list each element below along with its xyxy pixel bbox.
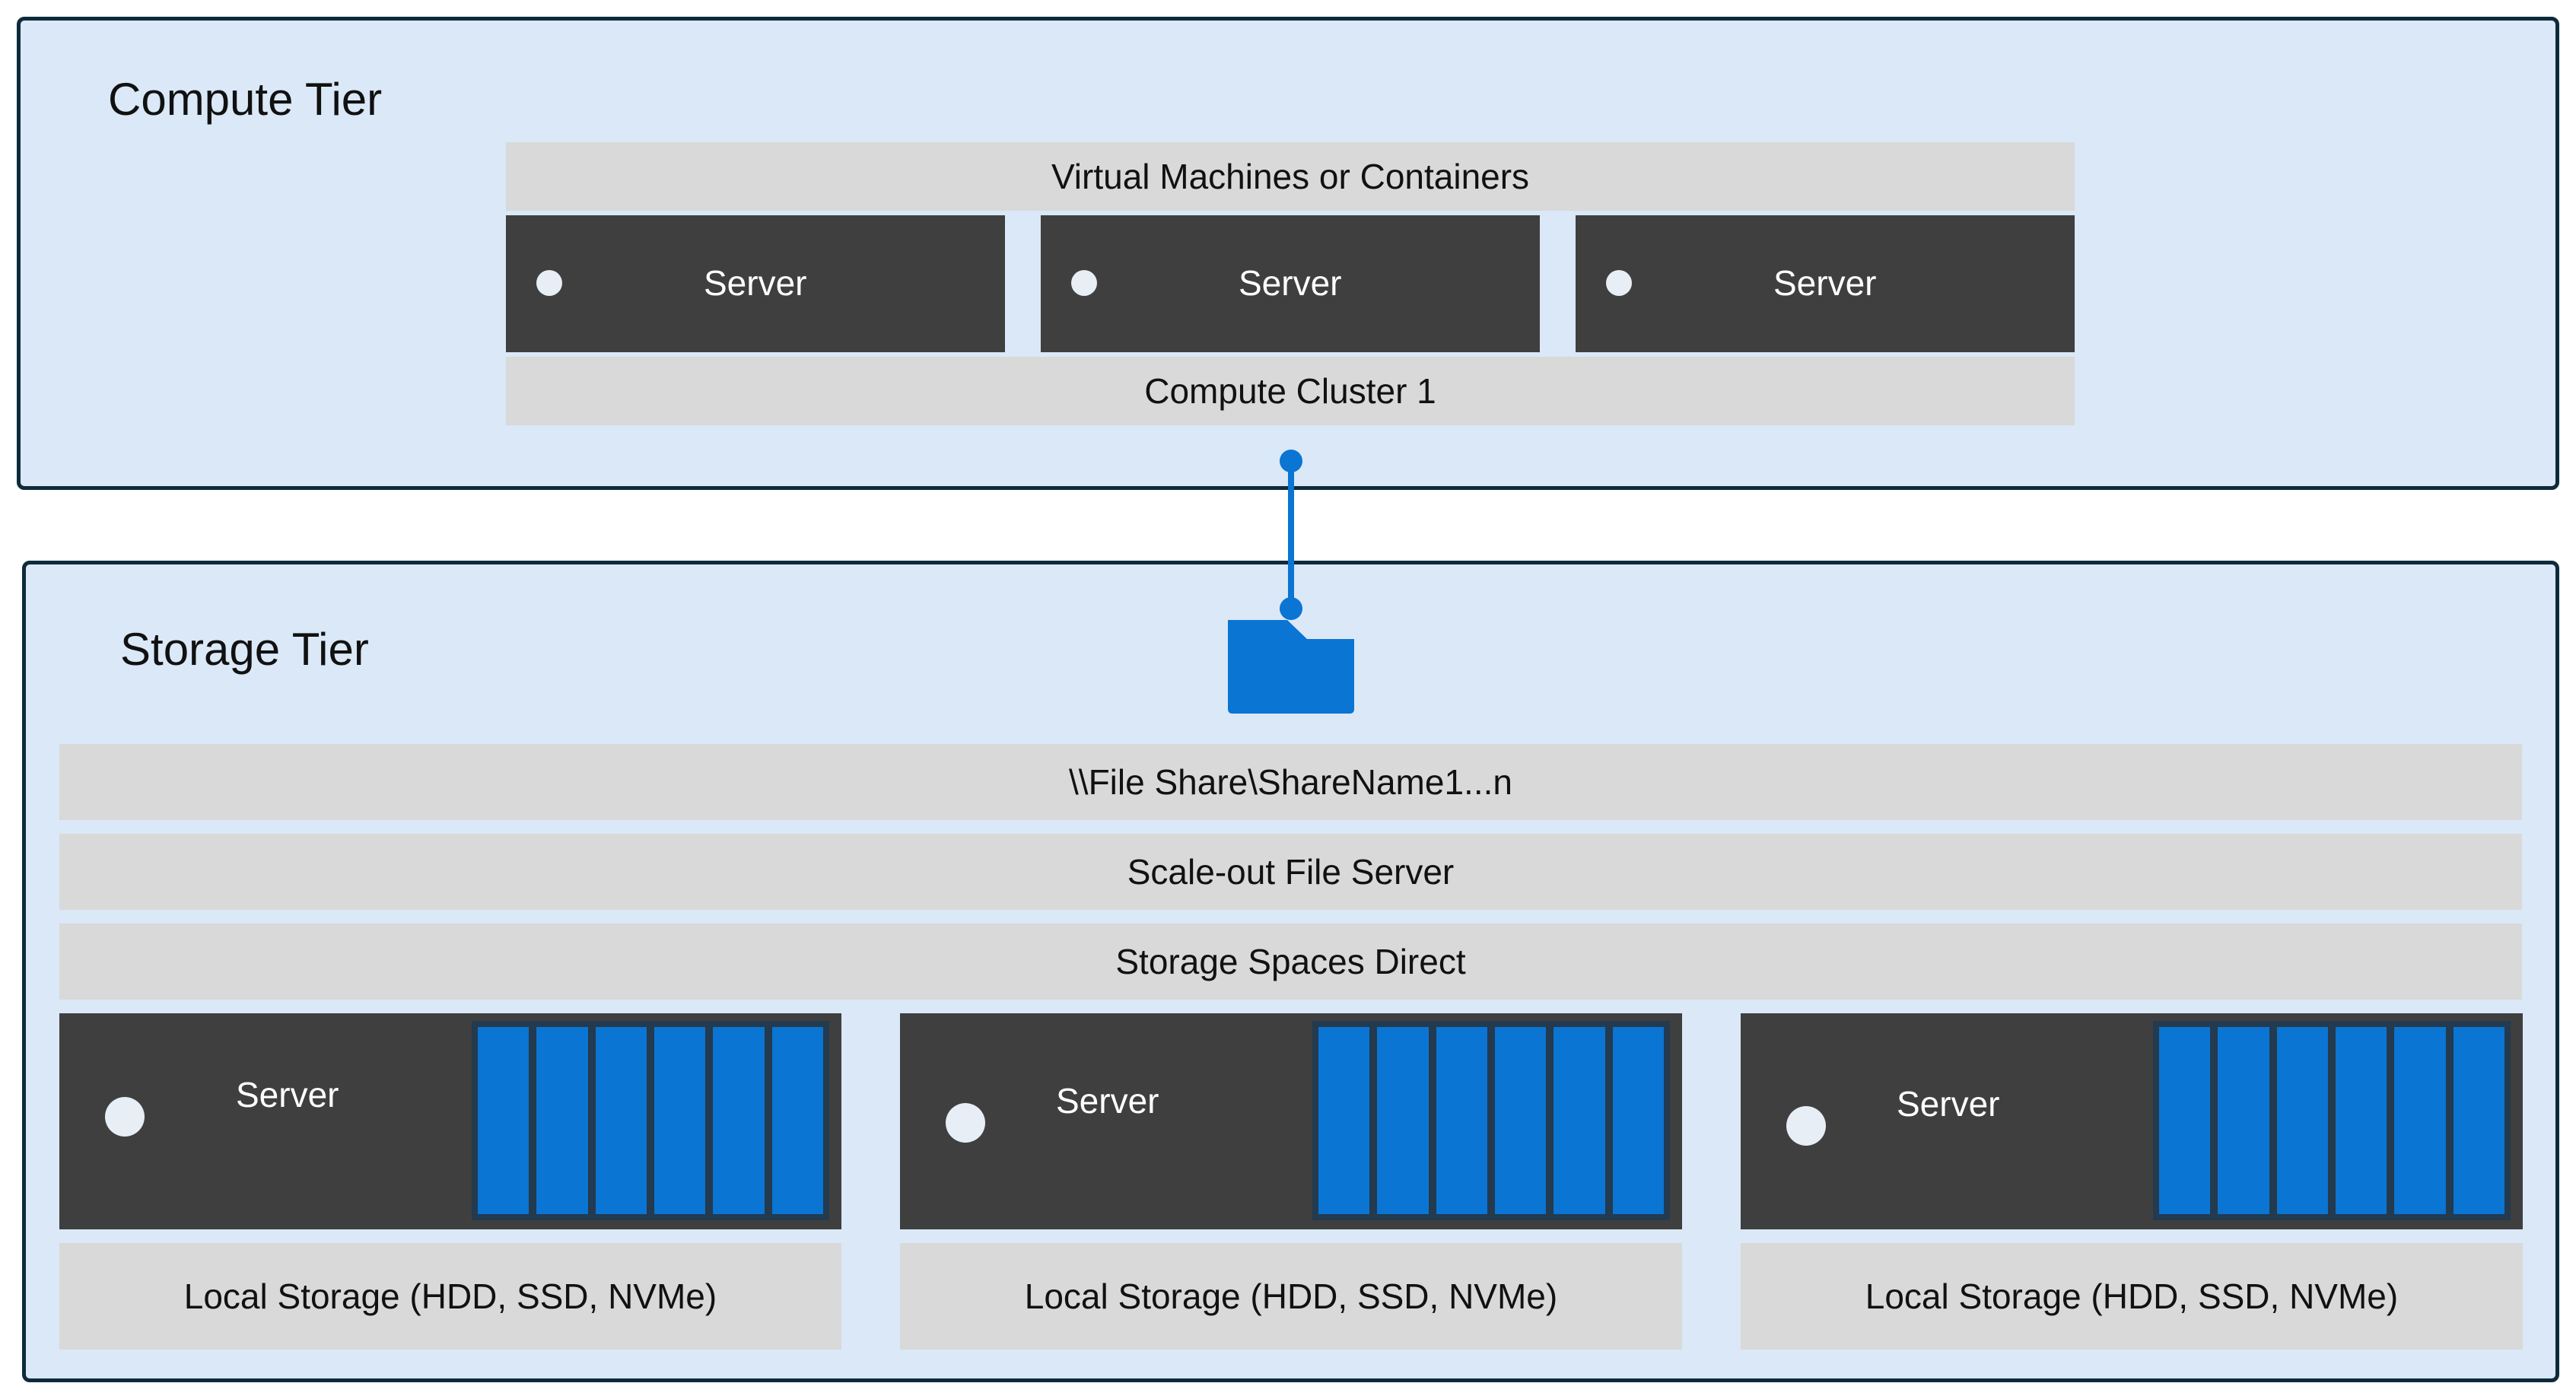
folder-icon [1228, 620, 1354, 714]
storage-server-label: Server [1056, 1081, 1159, 1121]
drive-icon [536, 1027, 588, 1214]
compute-server-label: Server [1239, 263, 1342, 303]
power-led-icon [536, 270, 562, 296]
drive-bay [1312, 1021, 1670, 1220]
compute-cluster-band: Compute Cluster 1 [506, 357, 2075, 425]
drive-icon [2276, 1027, 2328, 1214]
file-share-band: \\File Share\ShareName1...n [59, 744, 2522, 820]
local-storage-band-3: Local Storage (HDD, SSD, NVMe) [1741, 1243, 2523, 1350]
local-storage-band-2: Local Storage (HDD, SSD, NVMe) [900, 1243, 1682, 1350]
compute-server-label: Server [704, 263, 807, 303]
drive-icon [1436, 1027, 1487, 1214]
drive-icon [771, 1027, 823, 1214]
compute-server-label: Server [1773, 263, 1877, 303]
local-storage-band-1: Local Storage (HDD, SSD, NVMe) [59, 1243, 841, 1350]
scale-out-file-server-band: Scale-out File Server [59, 834, 2522, 910]
drive-icon [1318, 1027, 1370, 1214]
drive-icon [478, 1027, 530, 1214]
storage-server-1: Server [59, 1013, 841, 1229]
drive-icon [2159, 1027, 2211, 1214]
drive-bay [2153, 1021, 2511, 1220]
power-led-icon [105, 1097, 145, 1137]
connector-endpoint-top [1280, 450, 1302, 472]
drive-icon [1494, 1027, 1547, 1214]
storage-server-label: Server [236, 1075, 339, 1114]
storage-server-2: Server [900, 1013, 1682, 1229]
compute-server-3: Server [1576, 215, 2075, 352]
compute-server-2: Server [1041, 215, 1540, 352]
drive-icon [595, 1027, 647, 1214]
power-led-icon [1786, 1106, 1826, 1146]
compute-server-1: Server [506, 215, 1005, 352]
drive-icon [2218, 1027, 2269, 1214]
compute-tier-title: Compute Tier [108, 74, 383, 125]
storage-server-label: Server [1897, 1084, 2000, 1124]
drive-icon [1377, 1027, 1429, 1214]
power-led-icon [1606, 270, 1632, 296]
storage-tier-title: Storage Tier [120, 624, 369, 675]
drive-icon [2453, 1027, 2504, 1214]
drive-icon [1554, 1027, 1605, 1214]
drive-icon [1612, 1027, 1664, 1214]
drive-icon [2394, 1027, 2446, 1214]
storage-spaces-direct-band: Storage Spaces Direct [59, 924, 2522, 1000]
vm-containers-band: Virtual Machines or Containers [506, 142, 2075, 211]
connector-endpoint-bottom [1280, 597, 1302, 620]
compute-tier: Compute Tier Virtual Machines or Contain… [17, 17, 2559, 490]
drive-icon [654, 1027, 706, 1214]
drive-icon [713, 1027, 765, 1214]
power-led-icon [946, 1103, 985, 1143]
drive-icon [2335, 1027, 2387, 1214]
power-led-icon [1071, 270, 1097, 296]
storage-server-3: Server [1741, 1013, 2523, 1229]
drive-bay [472, 1021, 829, 1220]
